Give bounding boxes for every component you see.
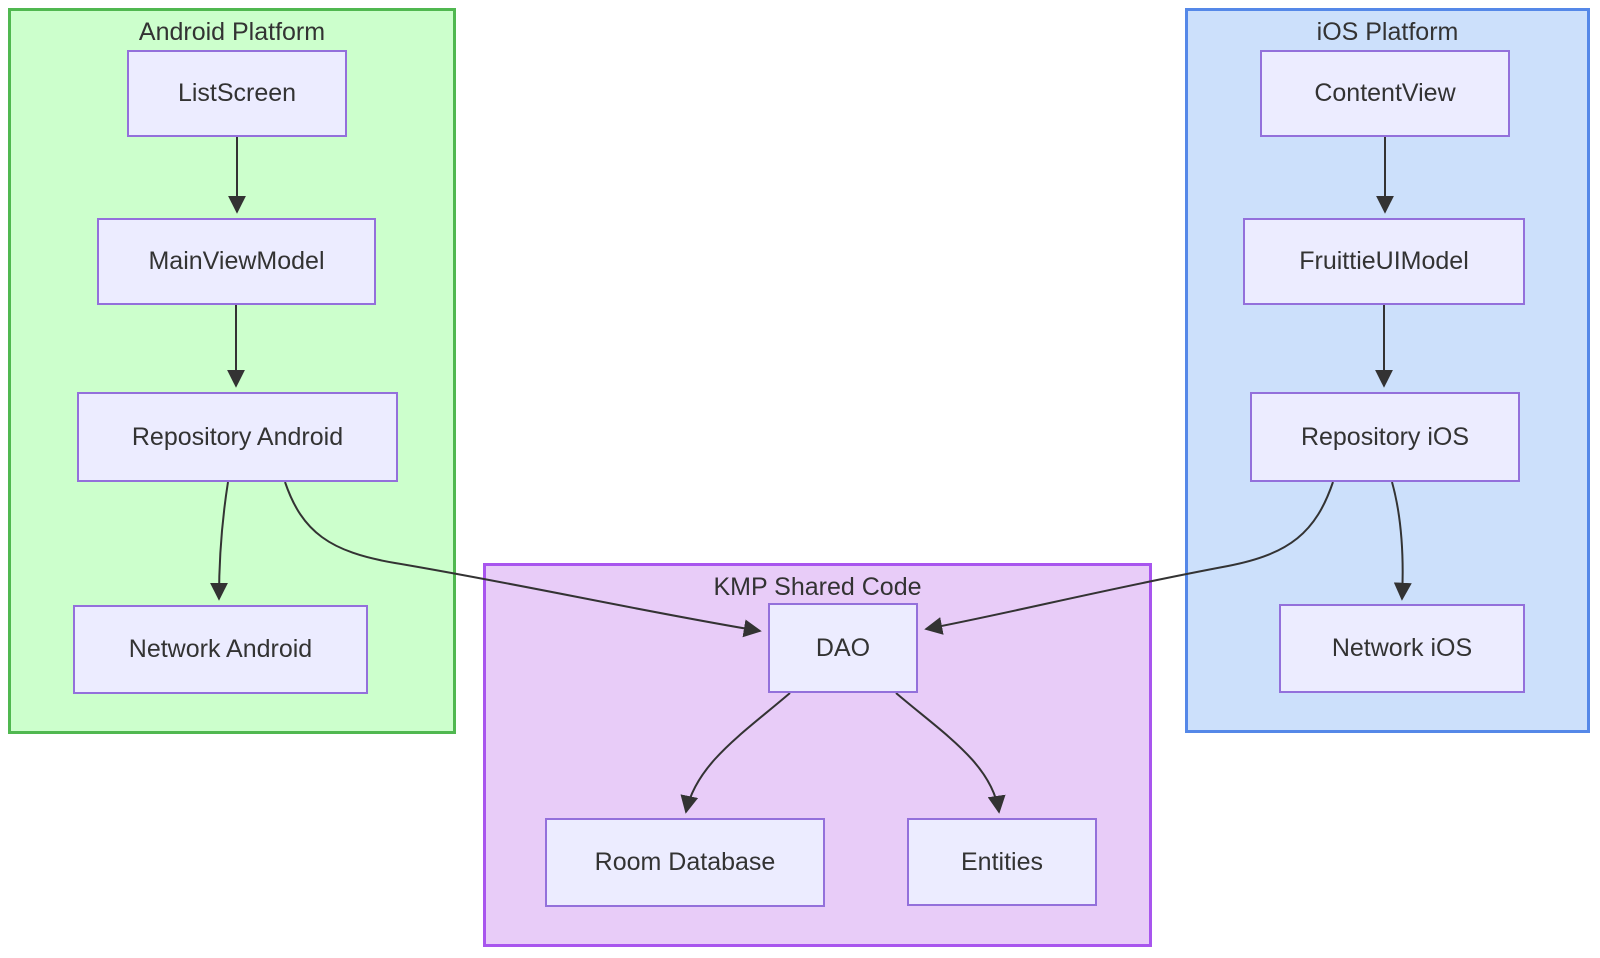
node-repository-ios: Repository iOS [1250,392,1520,482]
cluster-android-title: Android Platform [138,18,326,46]
node-dao: DAO [768,603,918,693]
node-mainviewmodel: MainViewModel [97,218,376,305]
node-repository-android-label: Repository Android [131,422,344,451]
node-network-android: Network Android [73,605,368,694]
node-repository-ios-label: Repository iOS [1300,422,1470,451]
node-repository-android: Repository Android [77,392,398,482]
node-network-ios-label: Network iOS [1331,634,1473,662]
node-mainviewmodel-label: MainViewModel [148,247,325,275]
node-entities: Entities [907,818,1097,906]
node-entities-label: Entities [961,847,1043,876]
node-network-android-label: Network Android [128,635,313,663]
node-listscreen-label: ListScreen [177,79,297,107]
node-contentview: ContentView [1260,50,1510,137]
node-room-database-label: Room Database [594,848,776,876]
node-fruittieuimodel: FruittieUIModel [1243,218,1525,305]
node-fruittieuimodel-label: FruittieUIModel [1299,247,1469,275]
cluster-ios-title: iOS Platform [1316,18,1459,46]
node-dao-label: DAO [815,633,871,662]
node-contentview-label: ContentView [1314,79,1456,107]
cluster-kmp-title: KMP Shared Code [713,573,922,601]
node-room-database: Room Database [545,818,825,907]
node-listscreen: ListScreen [127,50,347,137]
node-network-ios: Network iOS [1279,604,1525,693]
